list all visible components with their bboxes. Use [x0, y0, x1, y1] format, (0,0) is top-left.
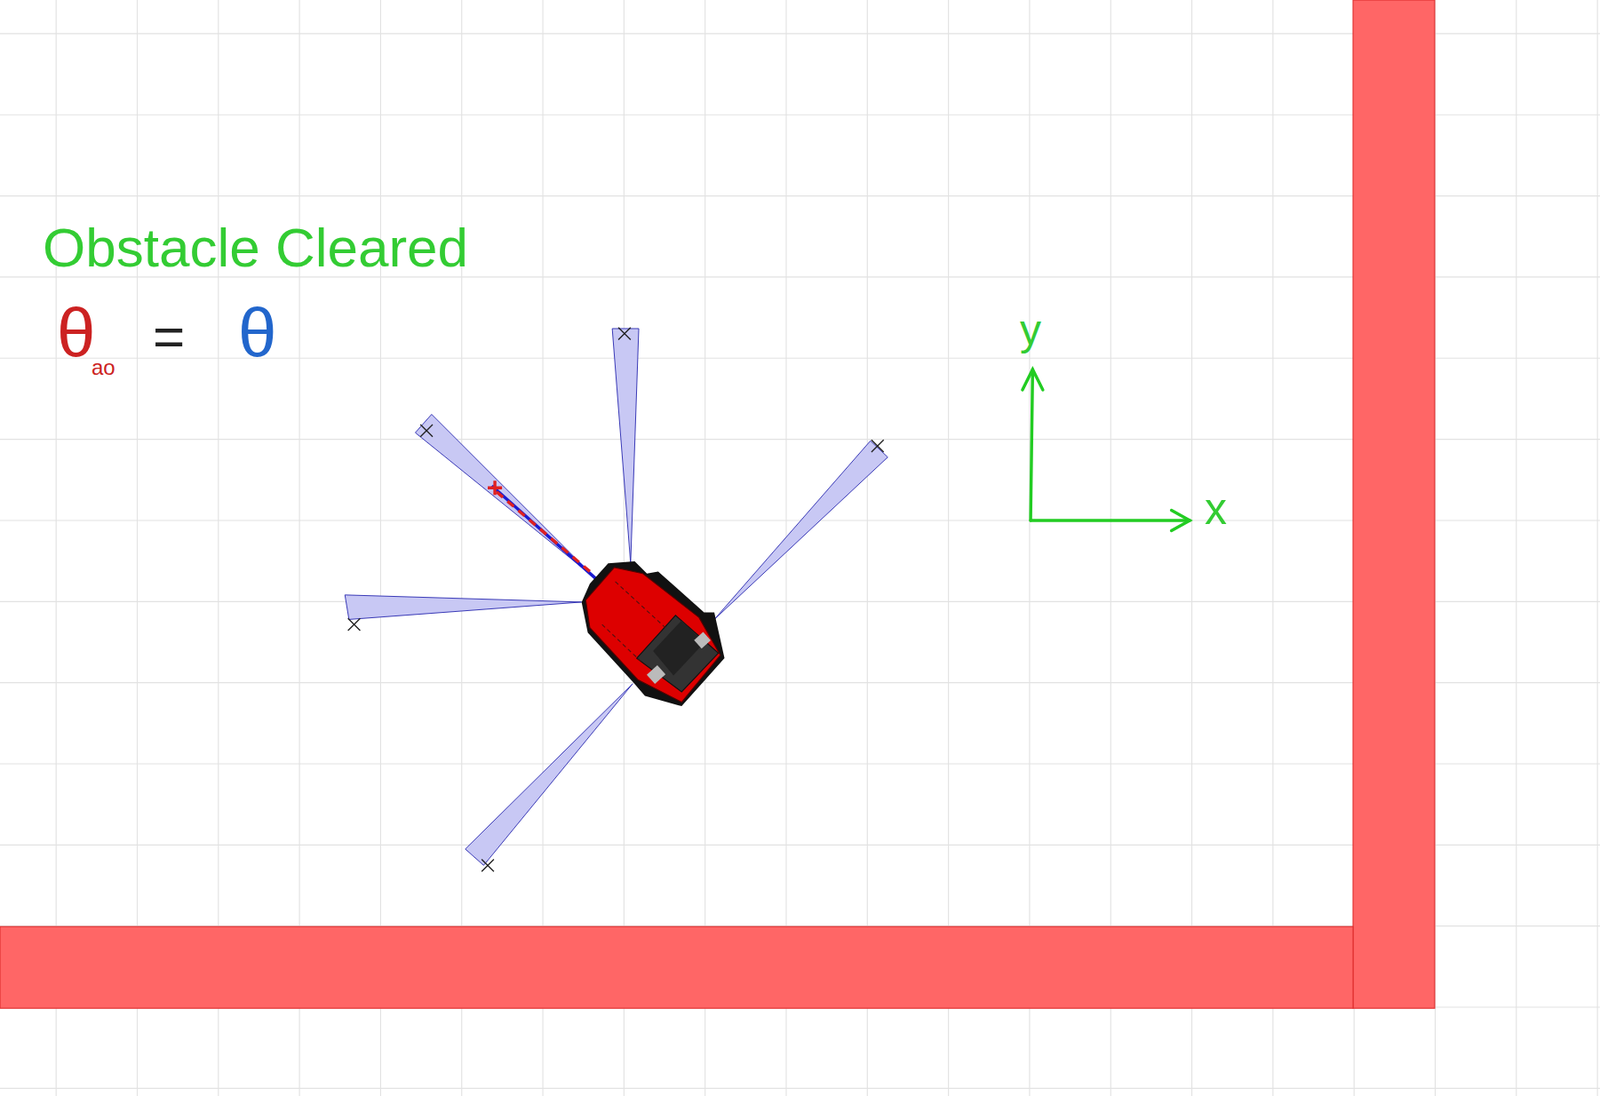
sensor-cones [344, 328, 888, 866]
note-text: Obstacle Cleared [42, 220, 469, 276]
heading-line [492, 485, 598, 581]
sensor-hits [348, 327, 884, 872]
axes [1022, 369, 1190, 532]
axis-label: y [1019, 309, 1042, 352]
subscript: ao [91, 357, 116, 379]
grid-line [1515, 0, 1517, 1096]
marker [487, 480, 502, 495]
avoid-line [492, 487, 590, 572]
theta-symbol: θ [238, 298, 277, 368]
axis-label: x [1204, 486, 1227, 532]
theta-symbol: θ [56, 298, 96, 368]
grid-line [1597, 0, 1599, 1096]
wall [0, 926, 1354, 1009]
robot [581, 561, 725, 707]
equals-sign: = [152, 309, 185, 365]
grid-line [0, 1088, 1600, 1090]
wall [1353, 0, 1435, 1009]
